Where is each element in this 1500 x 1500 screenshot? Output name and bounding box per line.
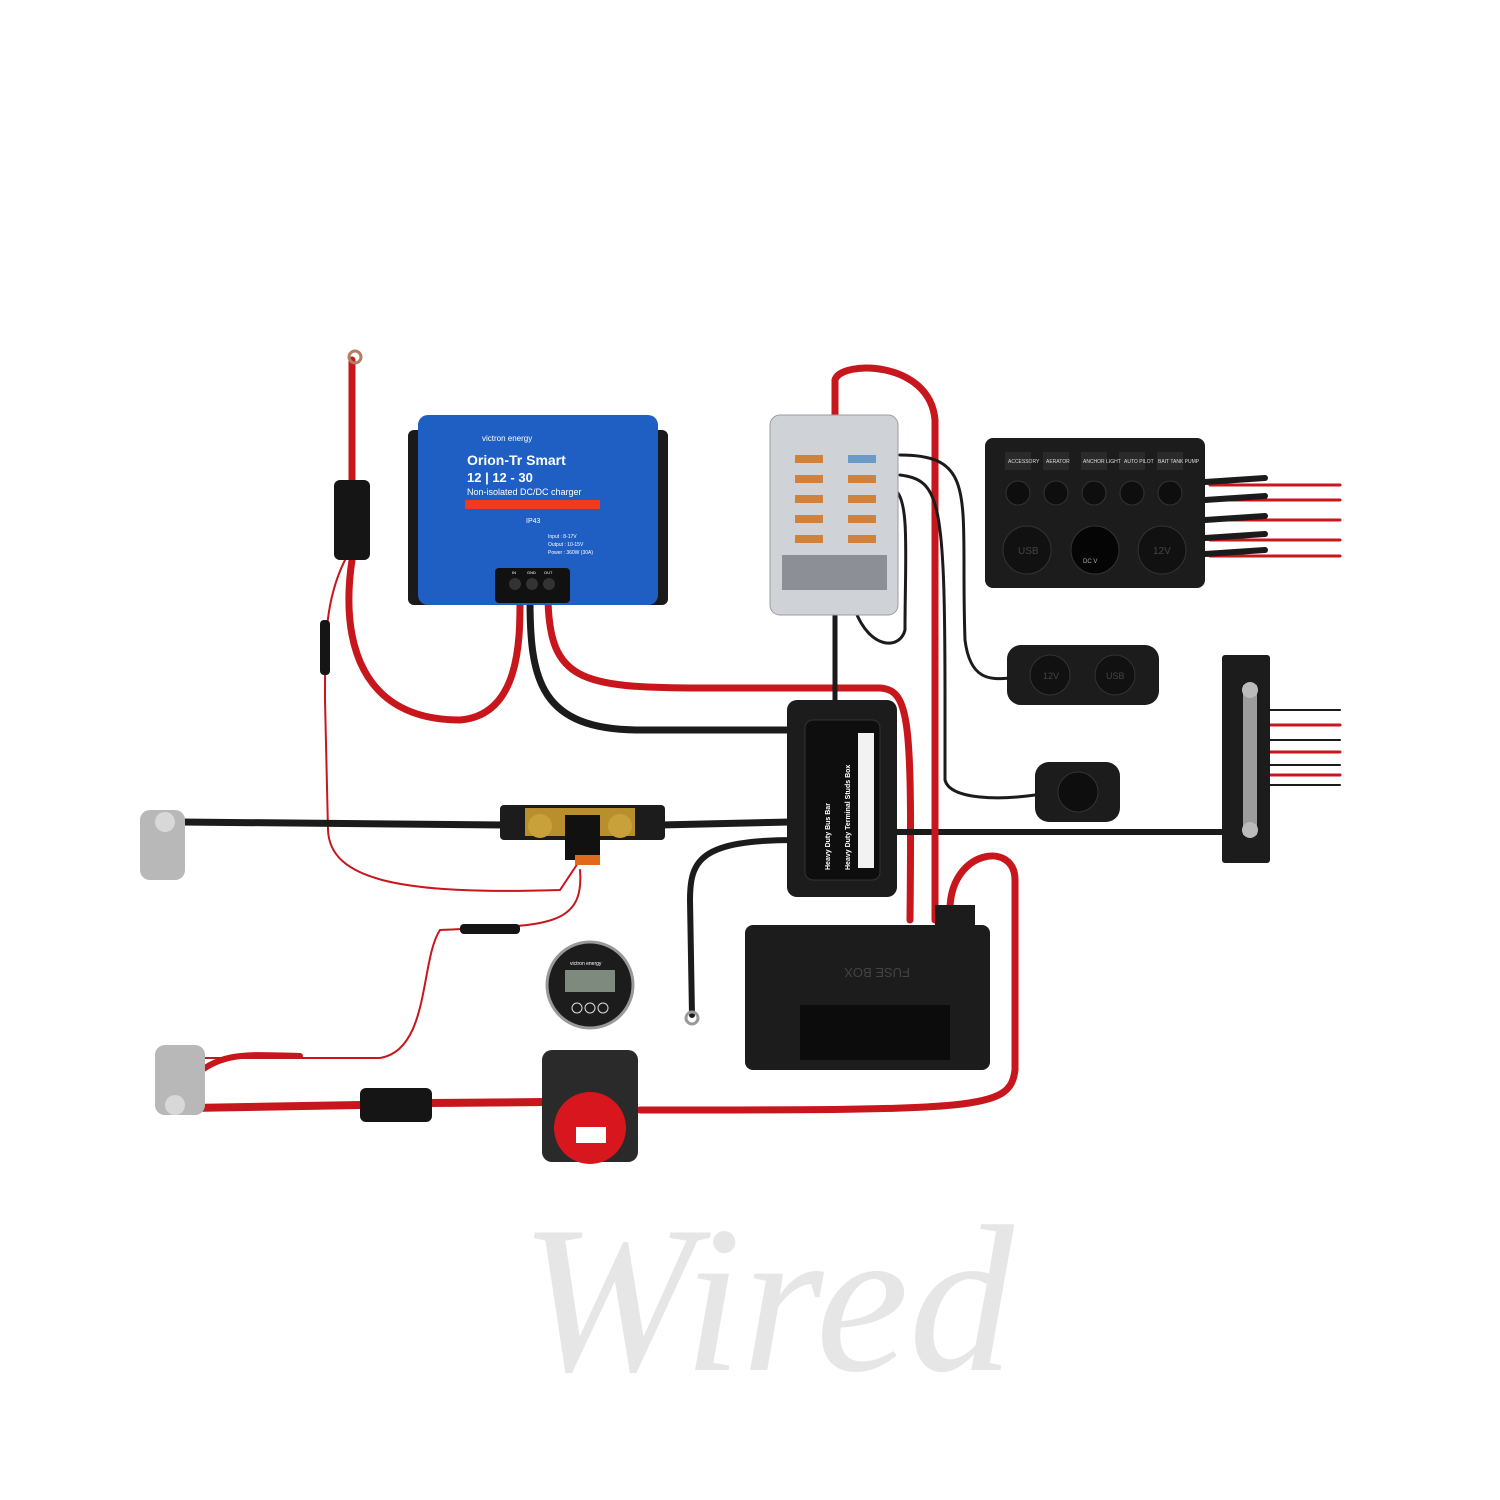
inline-fuse xyxy=(460,924,520,934)
switch-label: BAIT TANK PUMP xyxy=(1158,459,1200,465)
battery-isolator-switch xyxy=(542,1050,638,1164)
charger-spec: Output : 10-15V xyxy=(548,542,584,548)
battery-shunt xyxy=(500,805,665,865)
dc-dc-charger xyxy=(408,415,668,605)
socket-label: USB xyxy=(1018,546,1039,557)
terminal-label: OUT xyxy=(544,570,553,575)
socket-label: 12V xyxy=(1043,671,1059,681)
terminal-label: IN xyxy=(512,570,516,575)
busbar-output-wires xyxy=(1263,709,1342,786)
blade-fuse-block xyxy=(769,414,899,616)
charger-brand: victron energy xyxy=(482,434,532,443)
switch-label: ANCHOR LIGHT xyxy=(1083,459,1121,465)
charger-ip-rating: IP43 xyxy=(526,518,541,525)
heavy-duty-bus-bar-box xyxy=(787,700,897,897)
inline-fuse-holder xyxy=(334,480,370,560)
terminal-label: GND xyxy=(527,570,536,575)
watermark: Wired xyxy=(520,1184,1015,1416)
bus-bar-title: Heavy Duty Bus Bar xyxy=(825,803,832,870)
switch-panel-output-wires xyxy=(1202,475,1342,558)
fuse-box-label: FUSE BOX xyxy=(844,965,910,980)
battery-terminal-clamp xyxy=(155,1045,205,1115)
stud-bus-bar xyxy=(1222,655,1270,863)
charger-spec: Input : 8-17V xyxy=(548,534,577,540)
ring-terminal xyxy=(684,1010,700,1026)
inline-fuse-holder xyxy=(360,1088,432,1122)
charger-spec: Power : 360W (30A) xyxy=(548,550,593,556)
dual-socket-panel xyxy=(1007,645,1159,705)
ring-terminal xyxy=(347,349,363,365)
fuse-box xyxy=(745,905,990,1070)
socket-label: DC V xyxy=(1083,559,1097,565)
charger-model: Orion-Tr Smart xyxy=(467,452,566,468)
monitor-brand: victron energy xyxy=(570,961,602,967)
socket-label: USB xyxy=(1106,671,1125,681)
wires xyxy=(176,356,1342,1114)
switch-label: AERATOR xyxy=(1046,459,1070,465)
battery-terminal-clamp xyxy=(140,810,185,880)
battery-monitor xyxy=(545,940,635,1030)
switch-label: AUTO PILOT xyxy=(1124,459,1154,465)
charger-description: Non-isolated DC/DC charger xyxy=(467,487,582,497)
charger-rating: 12 | 12 - 30 xyxy=(467,470,533,485)
inline-fuse xyxy=(320,620,330,675)
terminal-studs-title: Heavy Duty Terminal Studs Box xyxy=(845,765,852,870)
socket-label: 12V xyxy=(1153,546,1171,557)
switch-label: ACCESSORY xyxy=(1008,459,1040,465)
switch-panel xyxy=(985,438,1205,588)
